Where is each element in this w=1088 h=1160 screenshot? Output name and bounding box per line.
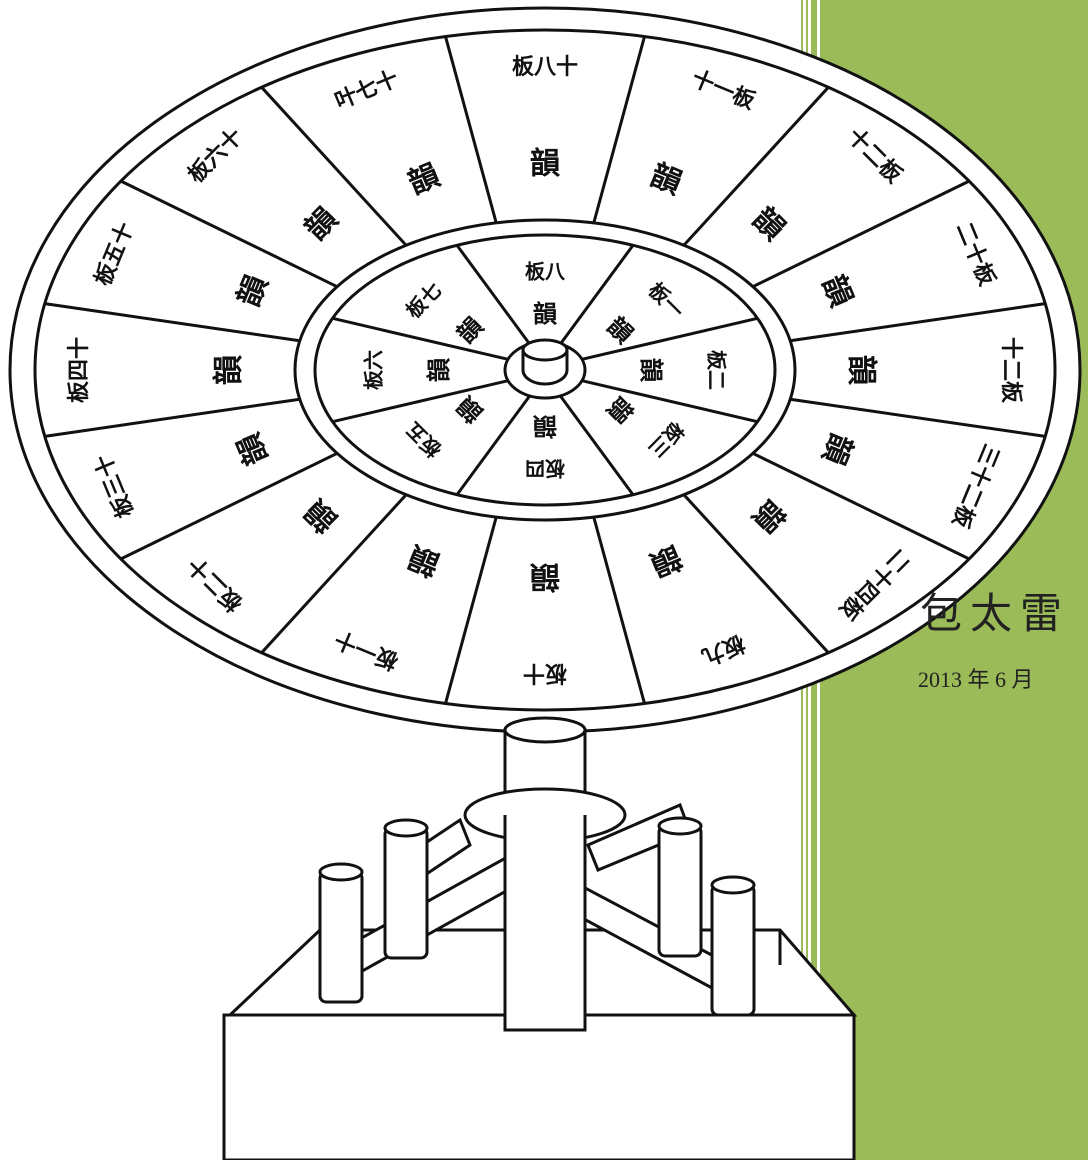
wheel-divider bbox=[752, 179, 970, 289]
wheel-inner-label: 板二 bbox=[705, 350, 729, 390]
wheel-divider bbox=[44, 302, 301, 343]
column-mask bbox=[505, 815, 585, 875]
wheel-divider bbox=[592, 36, 646, 224]
wheel-rhyme-char: 韻 bbox=[425, 357, 453, 382]
wheel-ring bbox=[313, 233, 777, 507]
author-name: 包太雷 bbox=[920, 589, 1071, 638]
wheel-rhyme-char: 韻 bbox=[212, 354, 247, 385]
wheel-divider bbox=[332, 316, 509, 361]
wheel-divider bbox=[260, 493, 408, 654]
wheel-divider bbox=[120, 179, 338, 289]
wheel-divider bbox=[581, 379, 758, 424]
wheel-divider bbox=[752, 451, 970, 561]
publication-date: 2013 年 6 月 bbox=[918, 667, 1034, 692]
wheel-divider bbox=[789, 302, 1046, 343]
wheel-divider bbox=[455, 394, 531, 496]
wheel: 十一板韻十二板韻二十板韻十二板韻三十二板韻二十四板韻板九韻板十韻板一十韻板二十韻… bbox=[8, 6, 1082, 734]
stand-post bbox=[710, 883, 756, 1017]
stand-post bbox=[383, 826, 429, 960]
wheel-rhyme-char: 韻 bbox=[532, 412, 557, 440]
wheel-divider bbox=[682, 86, 830, 247]
stand-post-top bbox=[710, 875, 756, 895]
wheel-outer-label: 板四十 bbox=[67, 337, 92, 403]
wheel-outer-label: 板十 bbox=[523, 660, 567, 685]
wheel-divider bbox=[559, 394, 635, 496]
stand-column bbox=[503, 728, 587, 1032]
wheel-divider bbox=[789, 397, 1046, 438]
stand-base-front bbox=[222, 1013, 856, 1160]
wheel-inner-label: 板八 bbox=[525, 260, 566, 284]
wheel-divider bbox=[455, 244, 531, 346]
wheel-divider bbox=[444, 36, 498, 224]
wheel-ring bbox=[293, 218, 797, 522]
wheel-divider bbox=[581, 316, 758, 361]
stand-post-top bbox=[657, 816, 703, 836]
wheel-inner-label: 板四 bbox=[525, 457, 565, 481]
wheel-outer-label: 十二板 bbox=[998, 337, 1023, 404]
wheel-hub-top bbox=[521, 338, 569, 362]
wheel-divider bbox=[559, 244, 635, 346]
wheel-divider bbox=[592, 516, 646, 704]
wheel-ring bbox=[33, 28, 1057, 712]
wheel-rhyme-char: 韻 bbox=[637, 358, 665, 383]
wheel-divider bbox=[444, 516, 498, 704]
stand-post bbox=[318, 870, 364, 1004]
column-top bbox=[503, 716, 587, 744]
wheel-divider bbox=[44, 397, 301, 438]
stand-post bbox=[657, 824, 703, 958]
wheel-stand bbox=[222, 716, 858, 1160]
wheel-divider bbox=[120, 451, 338, 561]
wheel-divider bbox=[682, 493, 830, 654]
stand-post-top bbox=[383, 818, 429, 838]
wheel-outer-label: 板八十 bbox=[512, 55, 578, 80]
wheel-divider bbox=[332, 379, 509, 424]
wheel-divider bbox=[260, 86, 408, 247]
wheel-rhyme-char: 韻 bbox=[529, 559, 560, 594]
wheel-rhyme-char: 韻 bbox=[530, 147, 561, 182]
wheel-rhyme-char: 韻 bbox=[844, 355, 879, 386]
stand-post-top bbox=[318, 862, 364, 882]
wheel-rhyme-char: 韻 bbox=[533, 300, 558, 328]
wheel-inner-label: 板六 bbox=[362, 350, 386, 390]
